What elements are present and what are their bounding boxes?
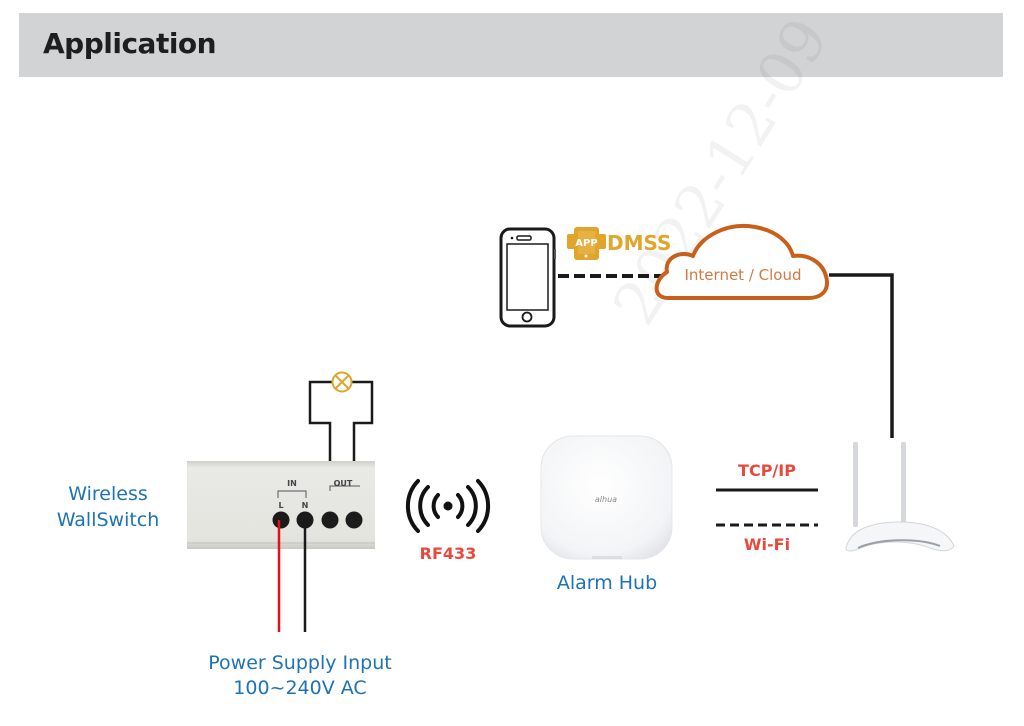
wall-switch-device xyxy=(187,461,375,549)
power-supply-label-line1: Power Supply Input xyxy=(208,652,392,674)
section-header: Application xyxy=(19,13,1003,77)
router-device xyxy=(845,442,955,552)
app-icon xyxy=(567,227,606,260)
terminal-n-label: N xyxy=(302,501,309,510)
cloud-icon xyxy=(654,224,829,300)
load-wires xyxy=(308,380,374,514)
alarm-hub-label: Alarm Hub xyxy=(556,572,658,594)
cloud-label: Internet / Cloud xyxy=(684,266,802,284)
tcpip-label: TCP/IP xyxy=(738,461,796,480)
wall-switch-label-line2: WallSwitch xyxy=(56,509,160,531)
alarm-hub-device xyxy=(540,435,673,560)
cloud-router-wire xyxy=(829,273,894,438)
rf433-label: RF433 xyxy=(419,544,477,563)
wall-switch-label-line1: Wireless xyxy=(68,483,148,505)
hub-brand-logo: alhua xyxy=(595,495,617,504)
dmss-app-label: DMSS xyxy=(607,231,672,255)
wifi-label: Wi-Fi xyxy=(743,535,791,554)
terminal-l-label: L xyxy=(278,501,283,510)
app-badge-text: APP xyxy=(575,238,597,249)
switch-in-label: IN xyxy=(287,479,297,488)
lamp-icon xyxy=(331,371,353,393)
rf-wireless-icon xyxy=(405,479,491,533)
smartphone-icon xyxy=(499,227,556,328)
section-title: Application xyxy=(43,27,217,60)
switch-out-label: OUT xyxy=(334,479,353,488)
power-supply-label-line2: 100~240V AC xyxy=(233,677,367,699)
